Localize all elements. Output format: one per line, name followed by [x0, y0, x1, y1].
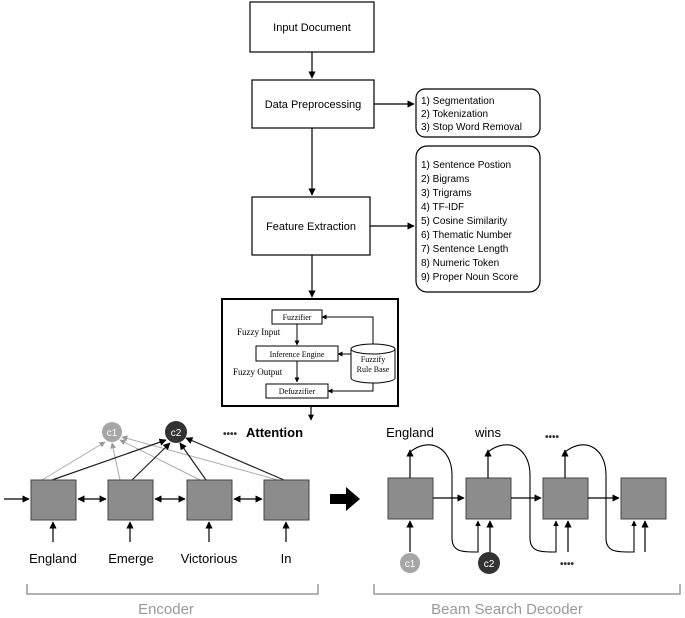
encoder-cell	[30, 479, 77, 521]
preprocessing-step-3: 3) Stop Word Removal	[421, 122, 522, 133]
feature-item: 5) Cosine Similarity	[421, 216, 507, 227]
feedback-edge	[409, 444, 481, 553]
attention-edge-c1	[41, 441, 106, 481]
feedback-edge	[564, 444, 637, 553]
feature-item: 4) TF-IDF	[421, 202, 464, 213]
attention-edge-c2	[185, 437, 285, 481]
attention-edge-c1	[110, 442, 121, 481]
arrow-rulebase-to-fuzzifier	[321, 314, 374, 344]
data-preprocessing-node: Data Preprocessing	[251, 79, 375, 129]
rule-base-cylinder: Fuzzify Rule Base	[350, 343, 396, 384]
encoder-label: Encoder	[138, 601, 194, 618]
encoder-cell	[186, 479, 233, 521]
defuzzifier-label: Defuzzifier	[279, 387, 316, 396]
encoder-bracket	[26, 584, 319, 595]
encoder-cell	[107, 479, 154, 521]
decoder-output-word: wins	[474, 425, 502, 440]
decoder-cell	[465, 477, 512, 520]
decoder-label: Beam Search Decoder	[431, 601, 583, 618]
attention-edge-c2	[179, 442, 207, 481]
feature-extraction-label: Feature Extraction	[266, 221, 356, 233]
c2-context-node	[165, 421, 187, 443]
decoder-output-ellipsis: ••••	[545, 432, 560, 443]
attention-section: c1 c2 •••• Attention	[41, 421, 303, 481]
decoder-c2-node	[478, 552, 500, 574]
decoder-cell	[542, 477, 589, 520]
fuzzy-input-label: Fuzzy Input	[237, 327, 281, 337]
attention-edge-c2	[131, 442, 171, 481]
fuzzy-output-label: Fuzzy Output	[233, 367, 283, 377]
feature-item: 1) Sentence Postion	[421, 160, 511, 171]
feature-item: 7) Sentence Length	[421, 244, 508, 255]
encoder-word: England	[29, 551, 77, 566]
encoder-to-decoder-arrow	[330, 487, 360, 511]
feature-item: 2) Bigrams	[421, 174, 469, 185]
feature-extraction-node: Feature Extraction	[251, 196, 371, 256]
decoder-c1-label: c1	[405, 559, 416, 570]
decoder-section: England wins •••• c1 c2 •••• Beam Search…	[373, 425, 681, 618]
feature-item: 3) Trigrams	[421, 188, 472, 199]
c2-label: c2	[171, 428, 182, 439]
feature-item: 8) Numeric Token	[421, 258, 499, 269]
input-document-label: Input Document	[273, 22, 351, 34]
decoder-bracket	[373, 584, 681, 595]
input-document-node: Input Document	[249, 1, 375, 53]
c1-label: c1	[107, 428, 118, 439]
data-preprocessing-label: Data Preprocessing	[265, 99, 362, 111]
encoder-word: Emerge	[108, 551, 154, 566]
feedback-edge	[487, 444, 559, 553]
decoder-cell	[620, 477, 667, 520]
encoder-cell	[263, 479, 310, 521]
decoder-c2-label: c2	[484, 559, 495, 570]
arrow-rulebase-to-defuzzifier	[327, 383, 374, 394]
attention-edge-c1	[119, 439, 201, 481]
decoder-context-ellipsis: ••••	[560, 559, 575, 570]
fuzzifier-label: Fuzzifier	[283, 313, 312, 322]
attention-ellipsis: ••••	[223, 429, 238, 440]
feature-item: 6) Thematic Number	[421, 230, 513, 241]
decoder-c1-node	[400, 553, 420, 573]
preprocessing-step-1: 1) Segmentation	[421, 96, 494, 107]
decoder-cell	[387, 477, 434, 520]
attention-edge-c1	[121, 435, 279, 481]
feature-list-box: 1) Sentence Postion 2) Bigrams 3) Trigra…	[415, 145, 541, 293]
attention-label: Attention	[246, 425, 303, 440]
c1-context-node	[102, 422, 122, 442]
rule-base-label-1: Fuzzify	[361, 355, 385, 364]
encoder-word: Victorious	[181, 551, 238, 566]
preprocessing-steps-box: 1) Segmentation 2) Tokenization 3) Stop …	[415, 88, 541, 138]
encoder-section: England Emerge Victorious In Encoder	[4, 479, 319, 618]
rule-base-label-2: Rule Base	[357, 365, 390, 374]
fuzzy-system-frame: Fuzzifier Fuzzy Input Inference Engine F…	[221, 298, 399, 407]
attention-edge-c2	[51, 438, 167, 481]
feature-item: 9) Proper Noun Score	[421, 272, 519, 283]
encoder-word: In	[281, 551, 292, 566]
inference-engine-label: Inference Engine	[270, 350, 325, 359]
decoder-output-word: England	[386, 425, 434, 440]
preprocessing-step-2: 2) Tokenization	[421, 109, 488, 120]
